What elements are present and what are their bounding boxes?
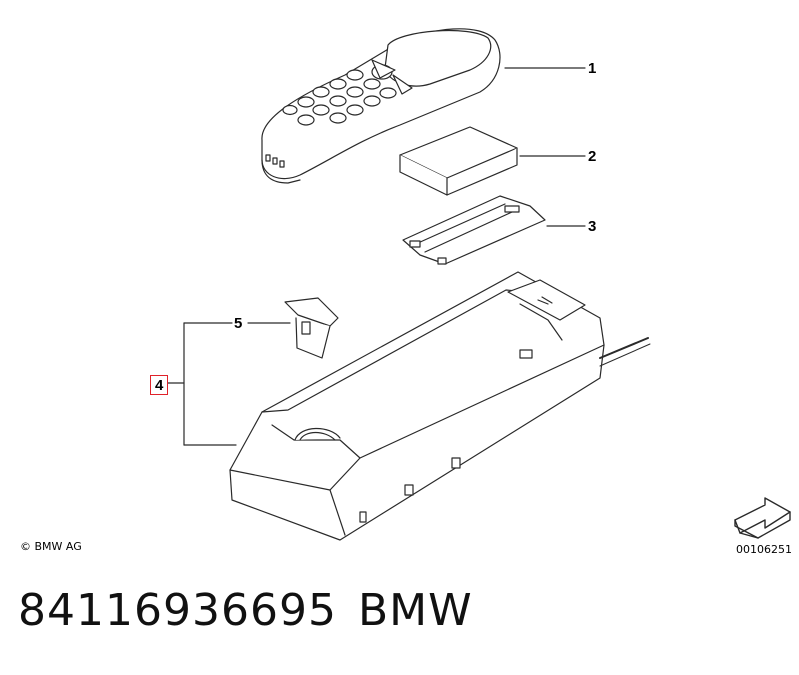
copyright-label: © BMW AG bbox=[20, 540, 82, 553]
handset-contacts bbox=[265, 154, 285, 168]
diagram-id-label: 00106251 bbox=[736, 543, 792, 556]
callout-1: 1 bbox=[588, 60, 597, 77]
handset-keypad bbox=[282, 59, 413, 126]
callout-3: 3 bbox=[588, 218, 597, 235]
brand-name: BMW bbox=[358, 585, 473, 636]
clip-part bbox=[284, 297, 339, 359]
arrow-icon bbox=[734, 497, 791, 539]
handset-part bbox=[261, 28, 501, 184]
callout-4: 4 bbox=[150, 375, 169, 395]
battery-part bbox=[399, 126, 518, 196]
callout-2: 2 bbox=[588, 148, 597, 165]
cradle-part bbox=[229, 271, 651, 541]
battery-cover-part bbox=[402, 195, 546, 265]
bracket-group-line bbox=[167, 322, 237, 446]
part-number: 84116936695 bbox=[18, 585, 337, 636]
callout-5: 5 bbox=[234, 315, 243, 332]
